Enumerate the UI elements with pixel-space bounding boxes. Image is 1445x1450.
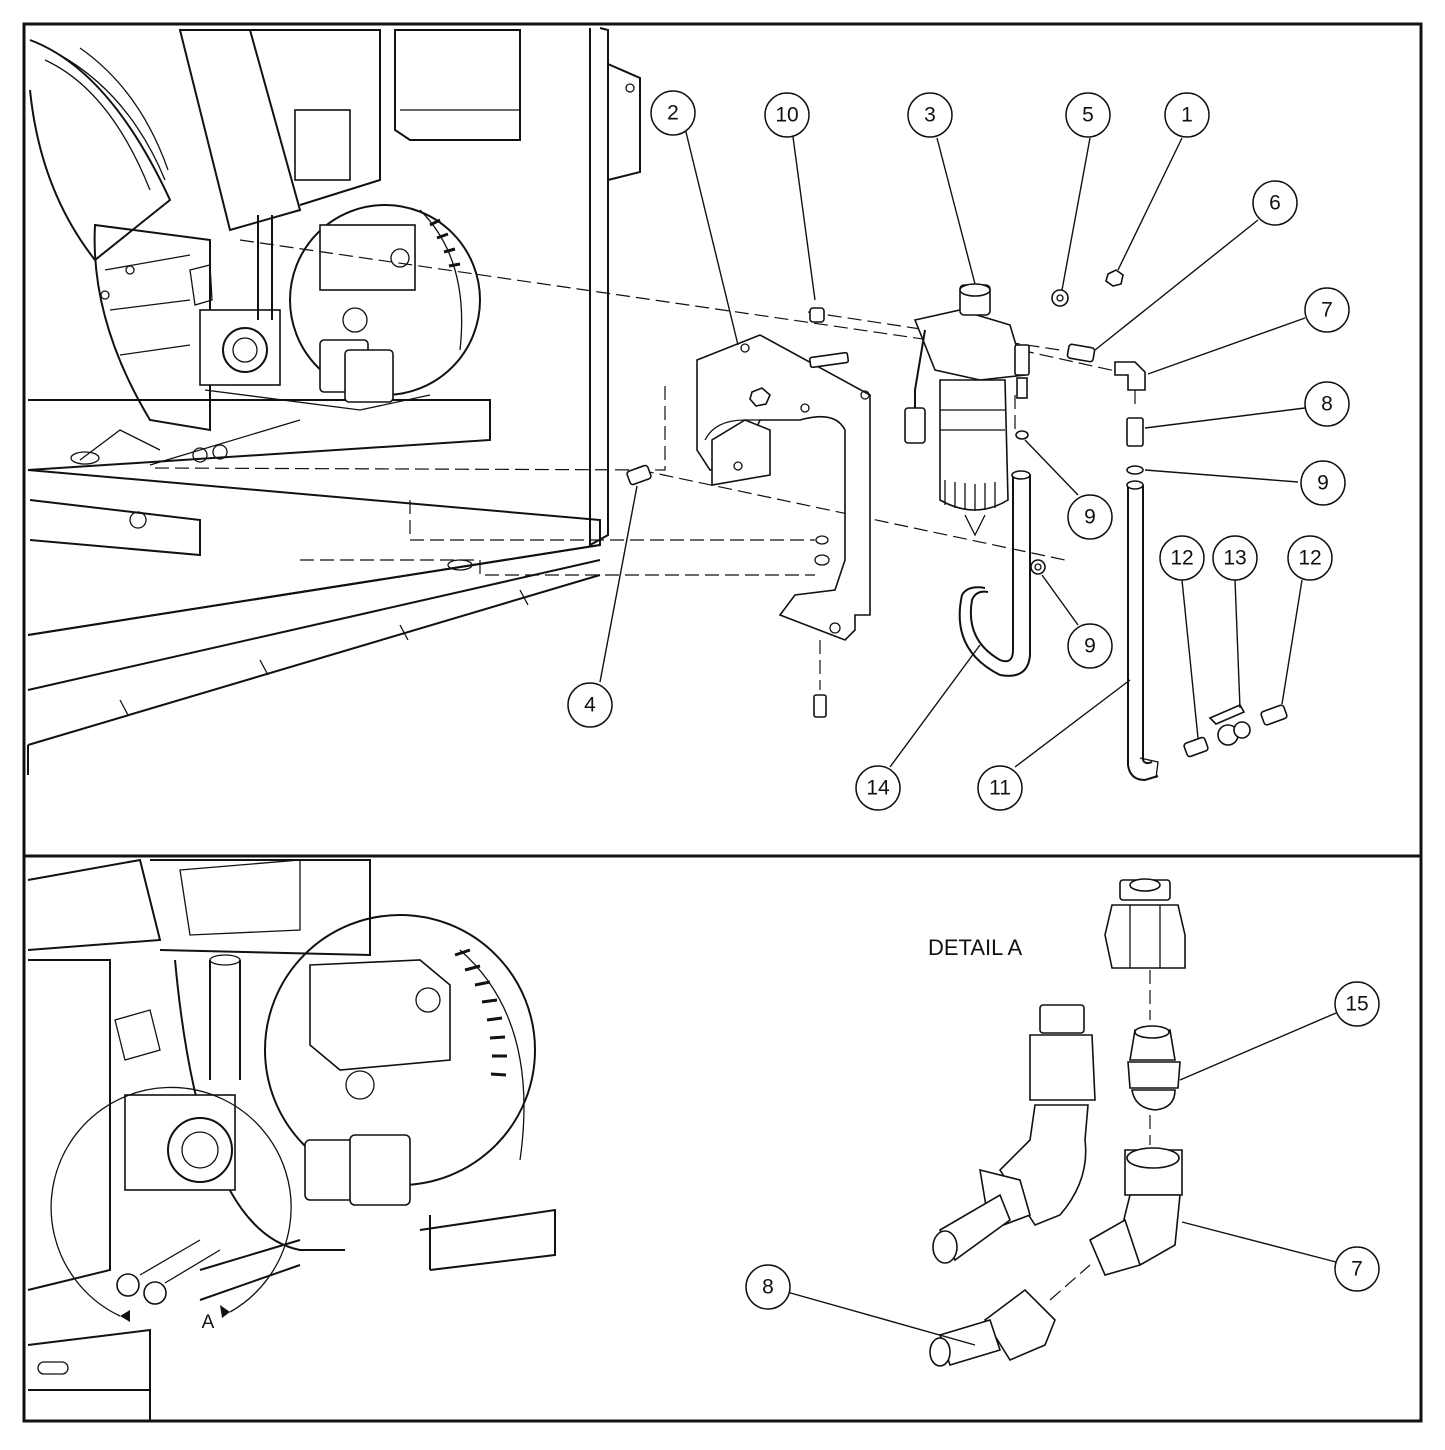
callout-12-b: 12 — [1287, 535, 1333, 581]
fuel-filter — [904, 269, 1124, 537]
fittings-group — [1015, 343, 1146, 475]
svg-text:15: 15 — [1345, 993, 1368, 1016]
callout-2: 2 — [650, 90, 696, 136]
svg-text:2: 2 — [667, 102, 679, 125]
svg-text:9: 9 — [1084, 506, 1096, 529]
svg-text:9: 9 — [1084, 635, 1096, 658]
detail-title: DETAIL A — [928, 935, 1022, 960]
shutoff-valve-assembly — [1183, 703, 1288, 758]
svg-text:10: 10 — [775, 104, 798, 127]
svg-text:8: 8 — [1321, 393, 1333, 416]
callout-1: 1 — [1164, 92, 1210, 138]
svg-text:A: A — [202, 1312, 215, 1333]
detail-a-marker: A — [50, 1086, 292, 1333]
svg-text:14: 14 — [866, 777, 890, 800]
callout-8-detail: 8 — [745, 1264, 791, 1310]
svg-text:8: 8 — [762, 1276, 774, 1299]
callout-7-detail: 7 — [1334, 1246, 1380, 1292]
callout-5: 5 — [1065, 92, 1111, 138]
svg-text:7: 7 — [1321, 299, 1333, 322]
mounting-bracket — [696, 334, 871, 641]
callout-leaders-top — [599, 127, 1306, 768]
svg-text:9: 9 — [1317, 472, 1329, 495]
svg-text:4: 4 — [584, 694, 596, 717]
outer-frame — [22, 22, 1423, 1423]
hoses-and-tubes — [958, 470, 1159, 782]
callout-13: 13 — [1212, 535, 1258, 581]
callout-9-a: 9 — [1300, 460, 1346, 506]
callout-11: 11 — [977, 765, 1023, 811]
svg-text:12: 12 — [1170, 547, 1193, 570]
top-panel-burner-assembly — [27, 27, 641, 775]
callout-leaders-bottom — [786, 1012, 1337, 1346]
callout-12-a: 12 — [1159, 535, 1205, 581]
svg-text:5: 5 — [1082, 104, 1094, 127]
callout-4: 4 — [567, 682, 613, 728]
assembly-dashed-lines — [154, 239, 1136, 690]
svg-text:3: 3 — [924, 104, 936, 127]
callout-6: 6 — [1252, 180, 1298, 226]
callout-9-b: 9 — [1067, 494, 1113, 540]
bottom-panel-burner-closeup — [27, 858, 556, 1420]
callout-15: 15 — [1334, 981, 1380, 1027]
svg-text:7: 7 — [1351, 1258, 1363, 1281]
callout-14: 14 — [855, 765, 901, 811]
svg-text:12: 12 — [1298, 547, 1321, 570]
callout-10: 10 — [764, 92, 810, 138]
hardware-screws — [626, 307, 1046, 718]
svg-text:1: 1 — [1181, 104, 1193, 127]
svg-text:13: 13 — [1223, 547, 1246, 570]
callout-3: 3 — [907, 92, 953, 138]
callout-7: 7 — [1304, 287, 1350, 333]
detail-fittings — [929, 878, 1186, 1367]
svg-text:11: 11 — [989, 777, 1011, 800]
svg-text:6: 6 — [1269, 192, 1281, 215]
callout-9-c: 9 — [1067, 623, 1113, 669]
callout-8: 8 — [1304, 381, 1350, 427]
